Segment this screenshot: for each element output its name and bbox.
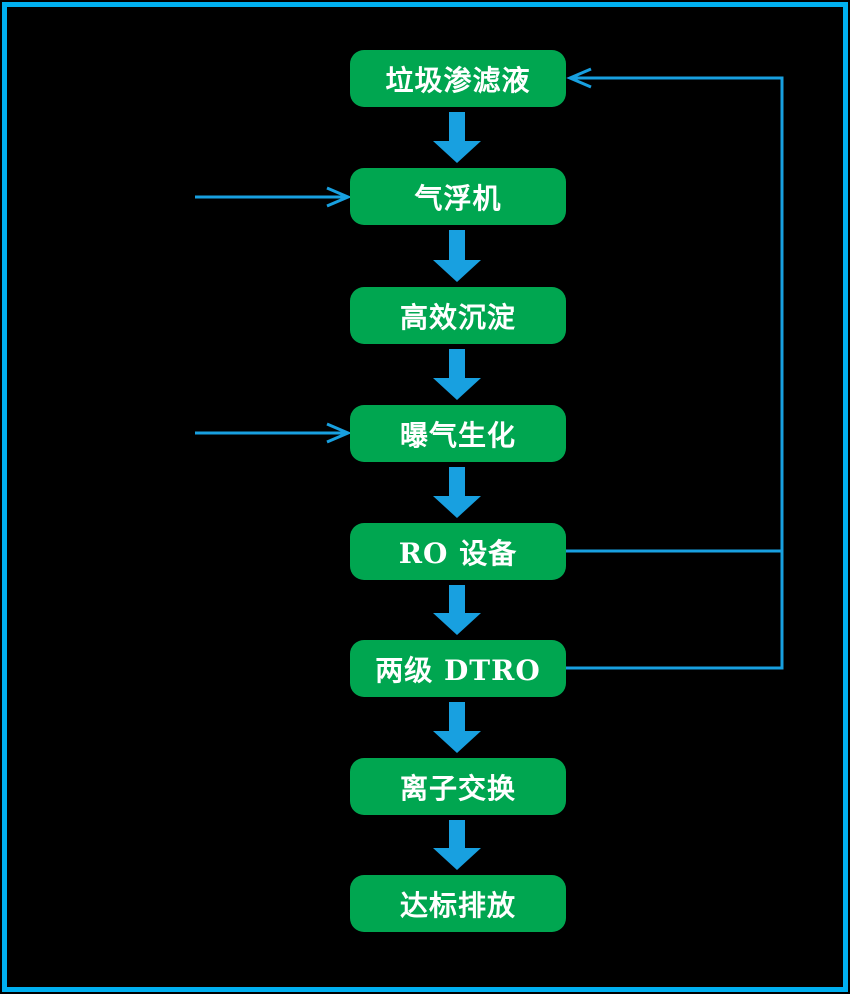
down-arrow-5 (433, 585, 481, 635)
down-arrow-2 (433, 230, 481, 282)
node-sedimentation: 高效沉淀 (350, 287, 566, 344)
down-arrow-3 (433, 349, 481, 400)
down-arrow-6 (433, 702, 481, 753)
node-leachate: 垃圾渗滤液 (350, 50, 566, 107)
side-input-arrow-air-flotation (195, 186, 352, 208)
side-input-arrow-aeration (195, 422, 352, 444)
node-discharge: 达标排放 (350, 875, 566, 932)
down-arrow-4 (433, 467, 481, 518)
recycle-line-dtro-loop (566, 76, 784, 670)
recycle-return-lines (566, 67, 784, 670)
node-ro-equipment: RO 设备 (350, 523, 566, 580)
down-arrow-7 (433, 820, 481, 870)
node-aeration: 曝气生化 (350, 405, 566, 462)
node-air-flotation: 气浮机 (350, 168, 566, 225)
node-two-stage-dtro: 两级 DTRO (350, 640, 566, 697)
down-arrow-1 (433, 112, 481, 163)
node-ion-exchange: 离子交换 (350, 758, 566, 815)
recycle-arrowhead (566, 67, 592, 89)
